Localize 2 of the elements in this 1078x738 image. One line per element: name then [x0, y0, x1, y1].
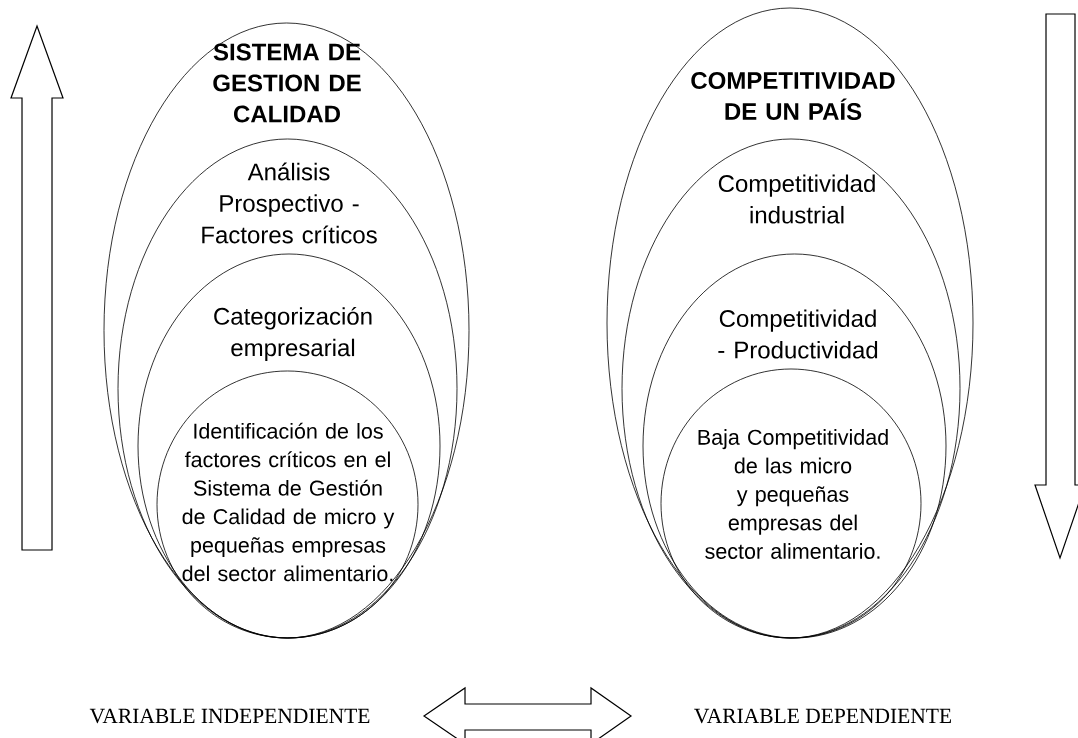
variable-label: VARIABLE DEPENDIENTE	[694, 708, 951, 724]
variable-label: VARIABLE INDEPENDIENTE	[89, 708, 370, 724]
